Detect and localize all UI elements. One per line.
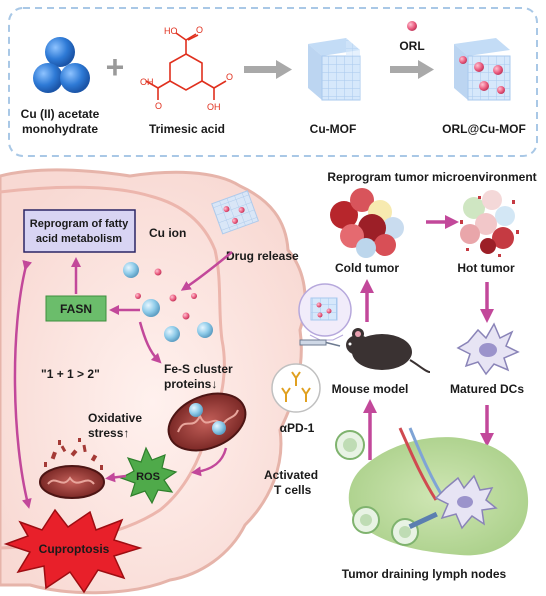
ros-label: ROS [136, 471, 160, 483]
mitochondrion-icon [167, 392, 247, 452]
nucleus-envelope [0, 185, 226, 550]
fes-label-1: Fe-S cluster [164, 362, 233, 376]
fatty-acid-box [23, 209, 136, 253]
mito-to-ros-arrow [191, 447, 228, 477]
matured-dcs-label: Matured DCs [450, 382, 524, 396]
svg-text:OH: OH [207, 102, 221, 112]
antibody-icons [281, 371, 311, 402]
orl-cu-mof-label: ORL@Cu-MOF [442, 122, 526, 136]
apd1-label: αPD-1 [280, 421, 315, 435]
cu-ion-particles [123, 262, 213, 342]
lymph-nodes-label: Tumor draining lymph nodes [342, 567, 507, 581]
cu-acetate-label-2: monohydrate [22, 122, 98, 136]
drug-release-label: Drug release [226, 249, 299, 263]
svg-text:O: O [155, 101, 162, 111]
released-mof-icon [211, 190, 260, 235]
activated-label-1: Activated [264, 468, 318, 482]
fasn-box [45, 295, 107, 322]
orl-drug-icon [407, 21, 417, 31]
dc-in-lymph-icon [434, 474, 498, 530]
damaged-mitochondrion-icon [39, 438, 105, 499]
mouse-icon [346, 328, 431, 373]
matured-dc-icon [456, 322, 520, 376]
cu-to-fes-arrow [138, 321, 162, 364]
orl-label: ORL [399, 39, 424, 53]
orl-cu-mof-cube-icon [454, 38, 511, 101]
svg-text:O: O [226, 72, 233, 82]
cu-mof-cube-icon [308, 38, 361, 101]
trimesic-acid-structure-icon [145, 32, 227, 100]
synthesis-panel [8, 7, 538, 157]
zoom-mof-icon [310, 297, 338, 321]
svg-text:OH: OH [140, 77, 154, 87]
oxidative-label-2: stress↑ [88, 426, 129, 440]
cold-tumor-label: Cold tumor [335, 261, 399, 275]
fasn-label: FASN [60, 302, 92, 316]
cu-ion-label: Cu ion [149, 226, 186, 240]
syringe-icon [299, 339, 341, 347]
svg-text:O: O [196, 25, 203, 35]
cold-tumor-icon [330, 188, 404, 258]
orl-particles [135, 268, 197, 320]
synthesis-arrow-1 [244, 60, 292, 79]
plus-sign: + [106, 49, 125, 85]
cu-acetate-label-1: Cu (II) acetate [21, 107, 100, 121]
hot-tumor-icon [460, 190, 519, 257]
drug-release-arrow [180, 251, 233, 291]
svg-text:HO: HO [164, 26, 178, 36]
mouse-model-label: Mouse model [332, 382, 409, 396]
ros-burst-icon [119, 446, 178, 505]
tcr-syringe-icon [408, 511, 438, 530]
fes-label-2: proteins↓ [164, 377, 217, 391]
hot-tumor-label: Hot tumor [457, 261, 515, 275]
trimesic-atoms: HO O OH O O OH [140, 25, 233, 112]
oxidative-label-1: Oxidative [88, 411, 142, 425]
synergy-label: "1 + 1 > 2" [41, 367, 100, 381]
apd1-circle [271, 363, 321, 413]
cu-acetate-icon [33, 37, 90, 93]
synergy-double-arrow [13, 259, 33, 509]
reprogram-title: Reprogram tumor microenvironment [327, 170, 536, 184]
cuproptosis-burst-icon [3, 508, 143, 594]
synthesis-arrow-2 [390, 60, 434, 79]
ros-to-mito-arrow [105, 472, 127, 483]
cuproptosis-label: Cuproptosis [39, 542, 110, 556]
fatty-acid-label-1: Reprogram of fatty [30, 218, 129, 230]
cu-mof-label: Cu-MOF [310, 122, 357, 136]
trimesic-acid-label: Trimesic acid [149, 122, 225, 136]
fatty-acid-label-2: acid metabolism [36, 233, 122, 245]
activated-label-2: T cells [274, 483, 312, 497]
